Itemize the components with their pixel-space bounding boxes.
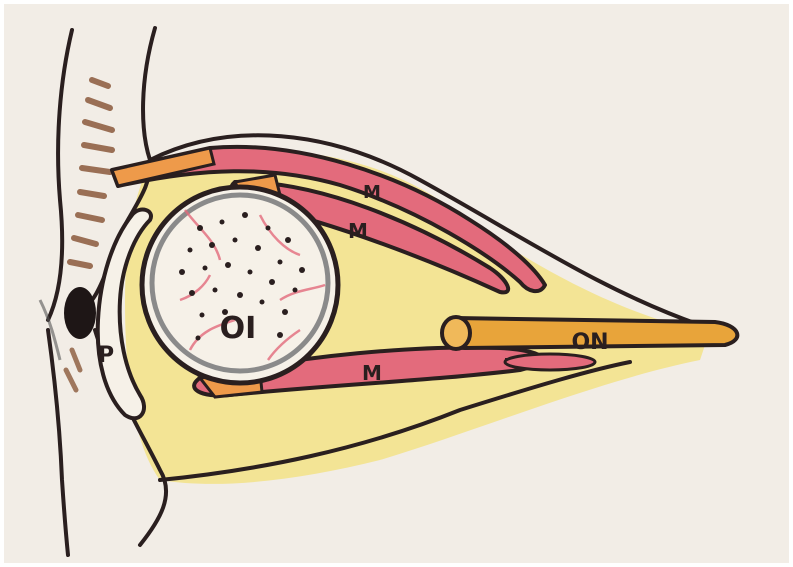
optic-nerve-cut-end	[442, 317, 470, 349]
optic-nerve-label: ON	[571, 330, 608, 355]
muscle-label-bottom: M	[362, 361, 382, 385]
optic-nerve-lower-sheath	[505, 354, 595, 370]
implant-label: OI	[220, 311, 257, 346]
muscle-label-top-1: M	[363, 182, 381, 203]
prosthesis-label: P	[98, 343, 114, 368]
muscle-label-top-2: M	[348, 219, 368, 243]
orbital-implant-outer	[142, 187, 338, 383]
lid-margin-shadow	[64, 287, 96, 339]
